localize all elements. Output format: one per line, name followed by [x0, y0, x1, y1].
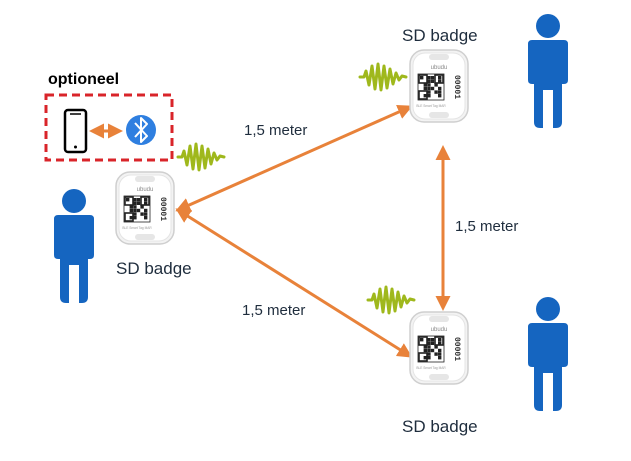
badge-brand: ubudu	[137, 187, 154, 193]
person-icon	[528, 14, 568, 128]
badge-label-bottom: SD badge	[402, 417, 478, 436]
badge-id: 00001	[452, 337, 461, 361]
signal-wave-icon	[358, 62, 408, 92]
badge-caption: BLE Smart Tag MAR	[416, 366, 446, 370]
badge-label-top: SD badge	[402, 26, 478, 45]
badge-id: 00001	[158, 197, 167, 221]
person-icon	[528, 297, 568, 411]
distance-label-top-bottom: 1,5 meter	[455, 218, 518, 235]
bluetooth-icon	[126, 115, 156, 145]
badge-caption: BLE Smart Tag MAR	[416, 104, 446, 108]
distance-arrow-left-bottom	[175, 208, 413, 358]
distance-label-left-bottom: 1,5 meter	[242, 302, 305, 319]
badge-caption: BLE Smart Tag MAR	[122, 226, 152, 230]
distance-arrow-left-top	[175, 105, 413, 212]
signal-wave-icon	[366, 285, 416, 315]
badge-brand: ubudu	[431, 327, 448, 333]
optional-dashed-box	[44, 93, 174, 162]
signal-wave-icon	[176, 142, 226, 172]
badge-brand: ubudu	[431, 65, 448, 71]
person-icon	[54, 189, 94, 303]
smartphone-icon	[63, 108, 88, 154]
optional-label: optioneel	[48, 71, 119, 88]
badge-label-left: SD badge	[116, 259, 192, 278]
badge-id: 00001	[452, 75, 461, 99]
distance-label-left-top: 1,5 meter	[244, 122, 307, 139]
